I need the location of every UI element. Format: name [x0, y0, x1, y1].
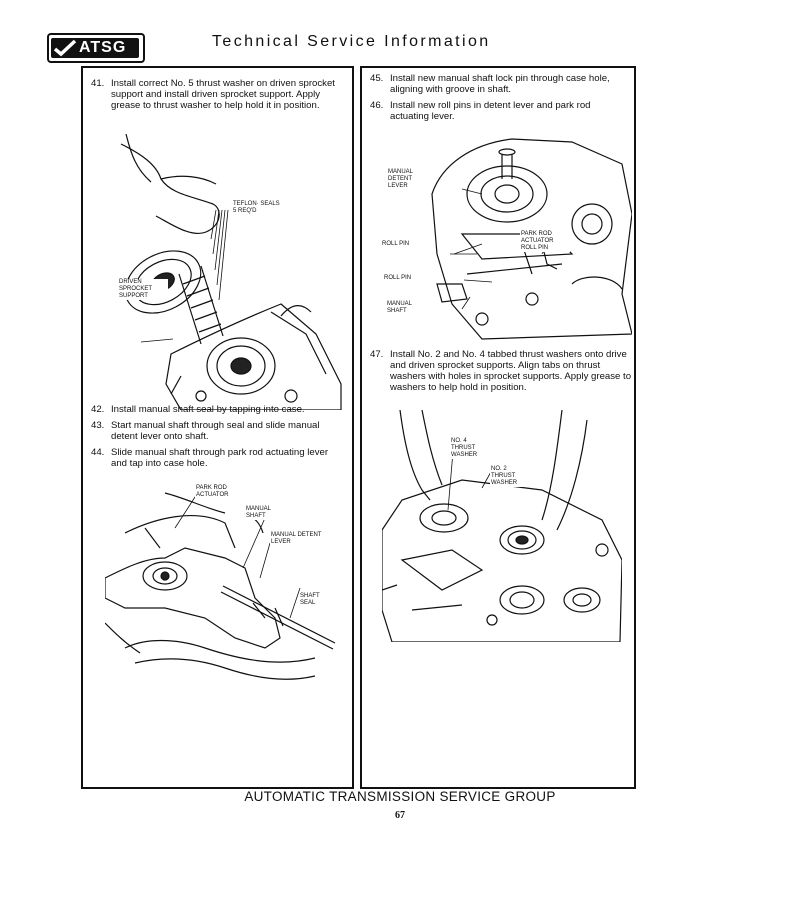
atsg-logo: ATSG	[47, 33, 145, 63]
thrust-washer-figure	[382, 410, 622, 642]
park-rod-actuator-label: PARK ROD ACTUATOR	[195, 485, 237, 499]
manual-shaft-label: MANUAL SHAFT	[245, 506, 279, 520]
roll-pin-lower-label: ROLL PIN	[383, 275, 413, 282]
step-text: Start manual shaft through seal and slid…	[111, 420, 320, 442]
step-text: Install new roll pins in detent lever an…	[390, 100, 591, 122]
step-number: 44.	[91, 447, 105, 458]
step-42: 42. Install manual shaft seal by tapping…	[91, 404, 343, 415]
page-number: 67	[395, 810, 405, 821]
shaft-seal-label: SHAFT SEAL	[299, 593, 329, 607]
manual-detent-lever-label: MANUAL DETENT LEVER	[270, 532, 330, 546]
teflon-seals-text: TEFLON· SEALS	[233, 201, 280, 207]
step-47: 47. Install No. 2 and No. 4 tabbed thrus…	[370, 349, 632, 393]
page-title: Technical Service Information	[212, 33, 491, 50]
manual-shaft-figure	[105, 492, 336, 680]
roll-pin-upper-label: ROLL PIN	[381, 241, 411, 248]
no2-thrust-washer-label: NO. 2 THRUST WASHER	[490, 466, 528, 487]
step-number: 41.	[91, 78, 105, 89]
step-41: 41. Install correct No. 5 thrust washer …	[91, 78, 343, 111]
step-number: 42.	[91, 404, 105, 415]
step-44: 44. Slide manual shaft through park rod …	[91, 447, 343, 469]
left-column-panel: 41. Install correct No. 5 thrust washer …	[81, 66, 354, 789]
no4-thrust-washer-label: NO. 4 THRUST WASHER	[450, 438, 488, 459]
step-number: 46.	[370, 100, 384, 111]
step-text: Slide manual shaft through park rod actu…	[111, 447, 329, 469]
sprocket-support-figure	[120, 134, 342, 410]
park-rod-actuator-text: PARK ROD ACTUATOR	[196, 485, 229, 498]
step-45: 45. Install new manual shaft lock pin th…	[370, 73, 622, 95]
organization-name: AUTOMATIC TRANSMISSION SERVICE GROUP	[244, 789, 556, 804]
step-46: 46. Install new roll pins in detent leve…	[370, 100, 622, 122]
manual-shaft-label-right: MANUAL SHAFT	[386, 301, 418, 315]
step-text: Install manual shaft seal by tapping int…	[111, 404, 305, 415]
step-text: Install correct No. 5 thrust washer on d…	[111, 78, 335, 111]
teflon-seals-label: TEFLON· SEALS 5 REQ'D	[232, 201, 281, 215]
step-number: 47.	[370, 349, 384, 360]
step-43: 43. Start manual shaft through seal and …	[91, 420, 343, 442]
manual-detent-lever-label-right: MANUAL DETENT LEVER	[387, 169, 421, 190]
step-number: 43.	[91, 420, 105, 431]
logo-text: ATSG	[79, 39, 127, 56]
step-text: Install new manual shaft lock pin throug…	[390, 73, 610, 95]
step-number: 45.	[370, 73, 384, 84]
seals-count-text: 5 REQ'D	[233, 208, 257, 214]
checkmark-icon	[53, 39, 77, 57]
step-text: Install No. 2 and No. 4 tabbed thrust wa…	[390, 349, 632, 393]
park-rod-actuator-roll-pin-label: PARK ROD ACTUATOR ROLL PIN	[520, 231, 570, 252]
driven-sprocket-support-label: DRIVEN SPROCKET SUPPORT	[118, 279, 168, 300]
right-column-panel: 45. Install new manual shaft lock pin th…	[360, 66, 636, 789]
